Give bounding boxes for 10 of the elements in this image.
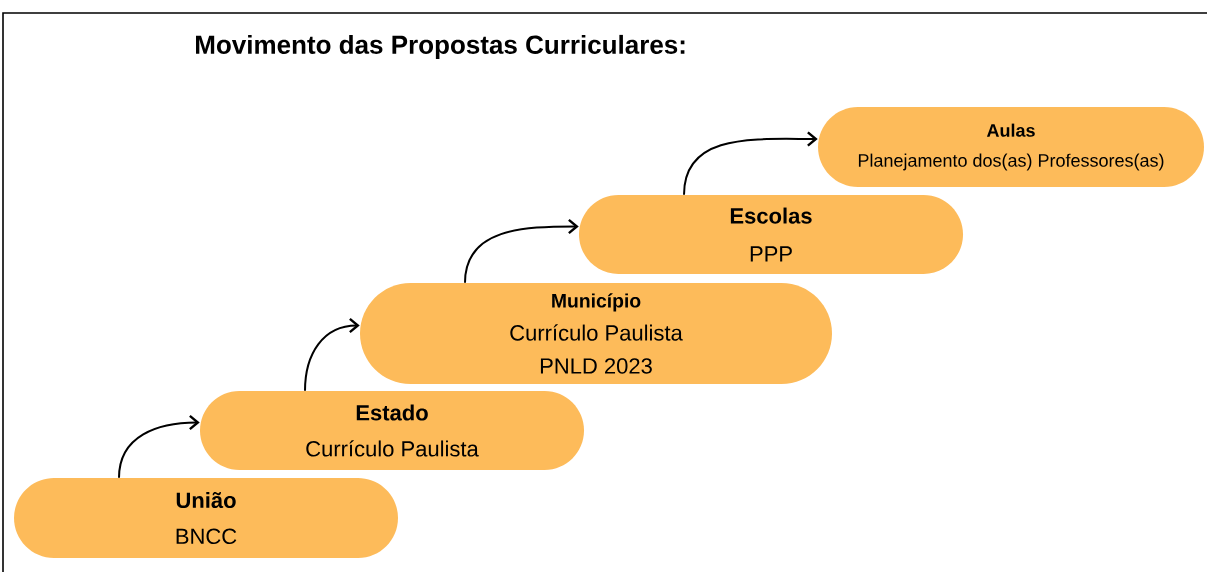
- step-pill: Município Currículo Paulista PNLD 2023: [360, 282, 832, 385]
- curved-arrow: [118, 414, 200, 479]
- curved-arrow: [683, 131, 818, 196]
- curved-arrow: [304, 317, 360, 392]
- step-pill: Aulas Planejamento dos(as) Professores(as): [818, 107, 1204, 187]
- step-pill: União BNCC: [14, 478, 398, 558]
- title: Movimento das Propostas Curriculares:: [196, 34, 685, 60]
- curved-arrow: [464, 218, 579, 284]
- step-pill: Estado Currículo Paulista: [200, 391, 584, 470]
- step-pill: Escolas PPP: [579, 195, 963, 274]
